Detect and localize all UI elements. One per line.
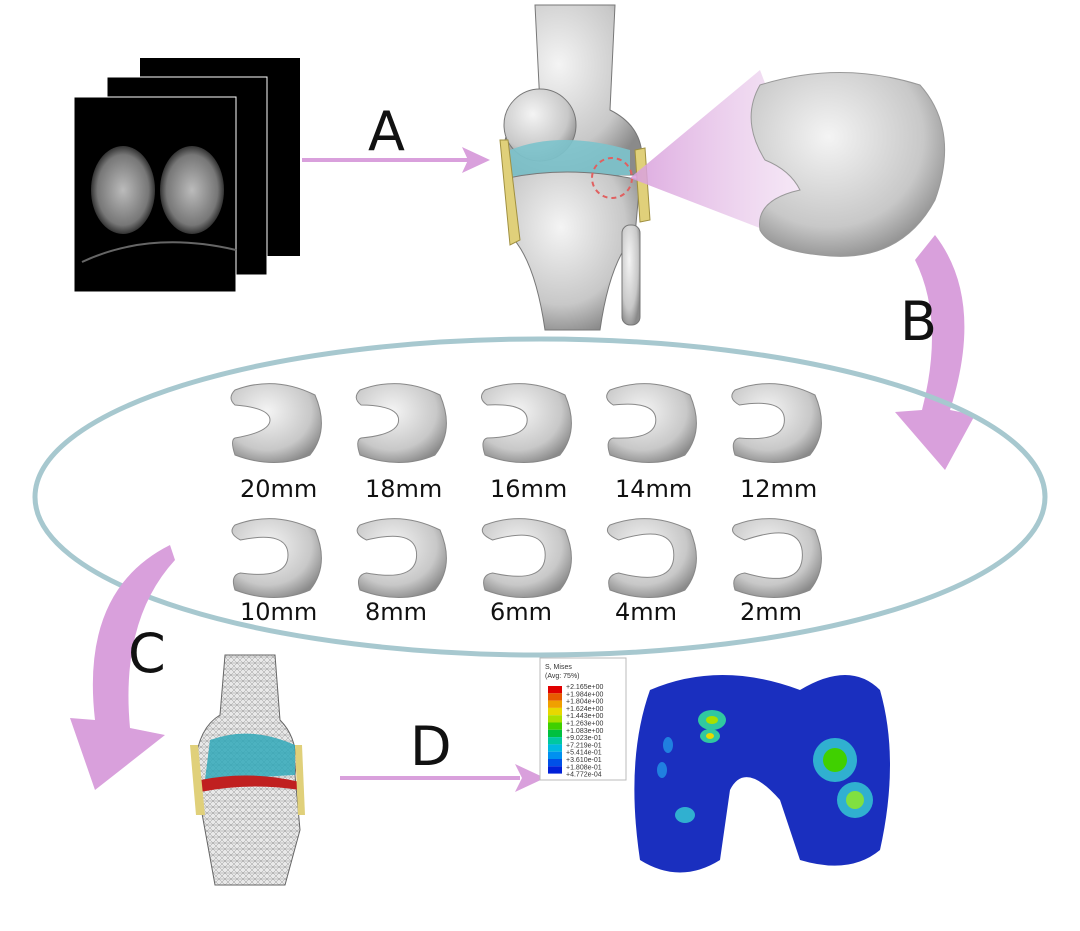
step-label-d: D [410,715,452,778]
legend-subtitle: (Avg: 75%) [545,673,580,680]
legend-value: +1.984e+00 [566,691,603,698]
legend-value: +1.808e-01 [566,764,602,771]
meniscus-size-label: 4mm [615,598,677,626]
legend-swatch [548,751,562,759]
legend-swatch [548,707,562,716]
legend-swatch [548,744,562,752]
meniscus-shape [355,383,447,463]
step-label-a: A [368,100,405,163]
arrow-a [302,147,490,173]
legend-value: +1.263e+00 [566,721,603,728]
legend-value: +1.804e+00 [566,699,603,706]
stress-legend: S, Mises (Avg: 75%) +2.165e+00+1.984e+00… [539,657,627,781]
step-label-b: B [900,290,937,353]
meniscus-models: 20mm 18mm 16mm 14mm 12mm 10mm 8mm 6mm 4mm 2mm [230,383,822,626]
meniscus-model-20mm: 20mm [230,383,322,503]
legend-swatch [548,729,562,738]
meniscus-shape [606,518,697,598]
meniscus-shape [231,518,322,598]
legend-title: S, Mises [545,664,572,671]
step-label-c: C [128,622,166,685]
meniscus-model-14mm: 14mm [606,383,697,503]
meniscus-shape [732,518,822,598]
legend-value: +2.165e+00 [566,684,603,691]
finite-element-mesh [190,654,305,886]
meniscus-size-label: 2mm [740,598,802,626]
legend-swatch [548,693,562,701]
meniscus-size-label: 16mm [490,475,567,503]
meniscus-model-6mm: 6mm [481,518,572,626]
meniscus-size-label: 18mm [365,475,442,503]
legend-value: +5.414e-01 [566,750,602,757]
arrow-c [70,545,175,790]
knee-model [499,4,651,331]
meniscus-model-12mm: 12mm [731,383,822,503]
legend-value: +3.610e-01 [566,757,602,764]
meniscus-size-label: 10mm [240,598,317,626]
legend-swatch [548,686,562,694]
meniscus-size-label: 20mm [240,475,317,503]
meniscus-size-label: 8mm [365,598,427,626]
meniscus-model-16mm: 16mm [481,383,572,503]
meniscus-size-label: 14mm [615,475,692,503]
arrow-d [340,764,545,792]
meniscus-shape [731,383,822,463]
meniscus-model-4mm: 4mm [606,518,697,626]
meniscus-shape [481,518,572,598]
meniscus-shape [356,518,447,598]
legend-swatch [548,715,562,723]
arrow-b [895,235,975,470]
legend-value: +9.023e-01 [566,735,602,742]
legend-swatch [548,700,562,708]
meniscus-size-label: 6mm [490,598,552,626]
meniscus-model-8mm: 8mm [356,518,447,626]
legend-swatch [548,722,562,730]
legend-swatch [548,737,562,745]
legend-value: +1.443e+00 [566,713,603,720]
stress-contour-result [634,675,890,873]
legend-swatch [548,766,562,774]
meniscus-size-label: 12mm [740,475,817,503]
legend-value: +1.624e+00 [566,706,603,713]
meniscus-model-18mm: 18mm [355,383,447,503]
meniscus-shape [606,383,697,463]
meniscus-model-10mm: 10mm [231,518,322,626]
meniscus-model-2mm: 2mm [732,518,822,626]
legend-value: +4.772e-04 [566,772,602,779]
legend-value: +1.083e+00 [566,728,603,735]
meniscus-shape [230,383,322,463]
ct-image-stack [73,58,300,293]
meniscus-shape [481,383,572,463]
legend-value: +7.219e-01 [566,742,602,749]
model-group-ellipse [32,336,1048,658]
meniscus-model-large [750,72,946,257]
legend-swatch [548,759,562,767]
